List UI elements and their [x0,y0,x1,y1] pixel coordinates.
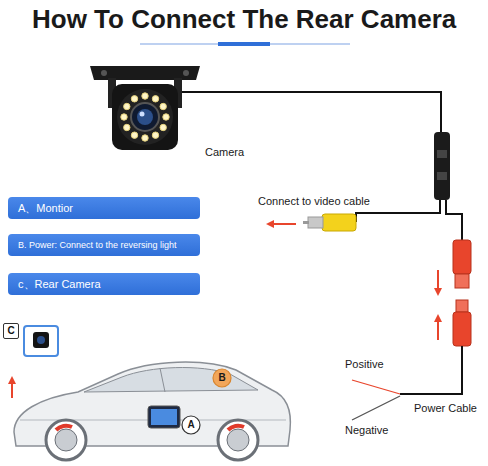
led-light [160,124,166,130]
rear-wheel [46,420,86,460]
red-dc-plug [453,312,471,346]
yellow-rca-plug [322,214,356,231]
legend-key-box: A、Montior [8,197,200,219]
callout-tag: C [3,323,19,339]
power-cable-wire [400,346,462,394]
monitor-screen [151,409,177,425]
callout-circle-shape [182,416,200,434]
lens-glass [137,109,153,125]
camera-inset [24,326,58,356]
rca-pin [303,221,309,224]
led-lights [121,93,169,141]
inset-camera-lens [37,336,45,344]
node-text: B [218,372,225,384]
lens-glint [140,112,145,117]
brake-caliper [228,426,244,430]
led-light [124,124,130,130]
socket-mouth [455,274,469,288]
red-arrow-down [437,270,439,292]
car-windows [84,368,258,392]
node-text: A、Montior [18,202,73,215]
callout-circle: B [212,368,232,388]
wheel-hub [227,429,249,451]
led-ring [117,89,173,145]
legend-key-box: B. Power: Connect to the reversing light [8,234,200,256]
led-light [142,93,148,99]
title-underline-accent [218,42,270,46]
negative-wire [352,396,400,420]
node-text: B. Power: Connect to the reversing light [18,240,177,250]
led-light [163,114,169,120]
dc-plug-tip [456,300,468,312]
page-title: How To Connect The Rear Camera [32,4,456,35]
camera-body [112,84,178,150]
brake-caliper [56,426,72,430]
led-light [124,103,130,109]
led-light [152,96,158,102]
cable-connector-ridge [437,172,447,180]
led-light [131,132,137,138]
red-arrow-up [11,380,13,398]
camera-cable [178,92,441,132]
cable-connector [434,132,450,200]
camera-bracket [90,66,200,80]
red-power-socket [453,240,471,274]
callout-circle: A [181,415,201,435]
bracket-hole [101,70,107,76]
red-arrow-left [270,223,296,225]
cable-connector-ridge [437,150,447,158]
camera-lens [131,103,159,131]
positive-wire [352,380,400,394]
wheel-hub [55,429,77,451]
rca-metal-ring [308,217,323,228]
part-label: Power Cable [414,402,477,414]
callout-circle-shape [213,369,231,387]
led-light [121,114,127,120]
monitor-picture [148,406,180,428]
node-text: A [187,419,194,431]
part-label: Negative [345,424,388,436]
led-light [131,96,137,102]
car-picture [12,326,290,460]
legend-key-box: c、Rear Camera [8,273,200,295]
part-label: Camera [205,146,244,158]
led-light [160,103,166,109]
bracket-hole [183,70,189,76]
power-lead [446,200,462,240]
front-wheel [218,420,258,460]
inset-camera-body [33,332,49,348]
led-light [142,135,148,141]
red-arrow-up [437,318,439,340]
node-text: c、Rear Camera [18,278,101,291]
part-label: Positive [345,358,384,370]
title-underline [140,43,350,45]
window-pillar [160,368,165,392]
led-light [152,132,158,138]
part-label: Connect to video cable [258,195,370,207]
rear-camera-picture [90,66,200,150]
node-text: C [7,325,14,337]
